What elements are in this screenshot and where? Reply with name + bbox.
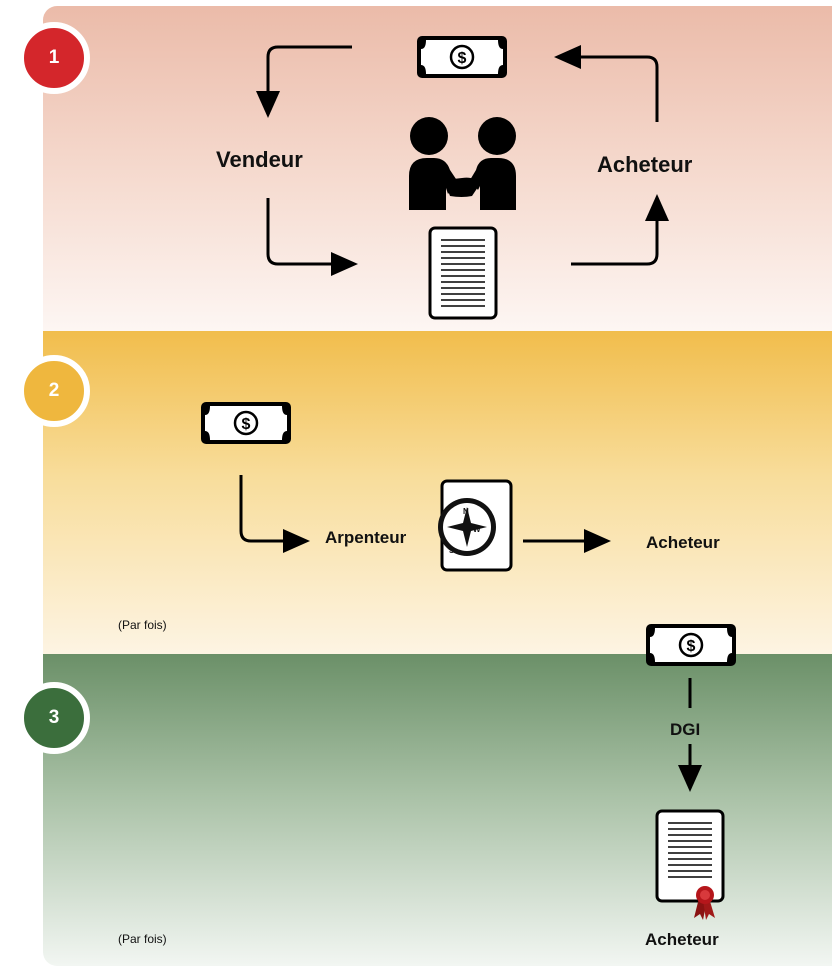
- compass-letter-n: N: [463, 507, 469, 516]
- step-2-panel: [43, 331, 832, 654]
- compass-letter-s: S: [449, 546, 455, 555]
- arrow-document-to-buyer: [571, 194, 669, 266]
- step-1-badge: 1: [18, 22, 90, 94]
- buyer-label-step-1: Acheteur: [597, 152, 693, 177]
- money-icon: [644, 622, 738, 668]
- money-icon: [199, 400, 293, 446]
- certificate-icon: [655, 809, 725, 920]
- compass-icon: N W S: [438, 479, 513, 572]
- buyer-label-step-2: Acheteur: [646, 533, 720, 552]
- handshake-icon: [409, 117, 516, 210]
- seller-label: Vendeur: [216, 147, 303, 172]
- money-icon: [415, 34, 509, 80]
- step-2-badge: 2: [18, 355, 90, 427]
- arrow-seller-to-document: [266, 198, 358, 276]
- arrow-buyer-to-money: [554, 45, 659, 122]
- surveyor-label: Arpenteur: [325, 528, 407, 547]
- compass-letter-w: W: [473, 525, 481, 534]
- seal-icon: [694, 886, 715, 920]
- arrow-money-to-surveyor: [239, 475, 310, 553]
- document-icon: [428, 226, 498, 320]
- occasional-note-step-3: (Par fois): [118, 932, 167, 946]
- occasional-note-step-2: (Par fois): [118, 618, 167, 632]
- buyer-label-step-3: Acheteur: [645, 930, 719, 949]
- arrow-money-to-seller: [256, 45, 352, 118]
- step-3-badge: 3: [18, 682, 90, 754]
- agency-label: DGI: [670, 720, 701, 739]
